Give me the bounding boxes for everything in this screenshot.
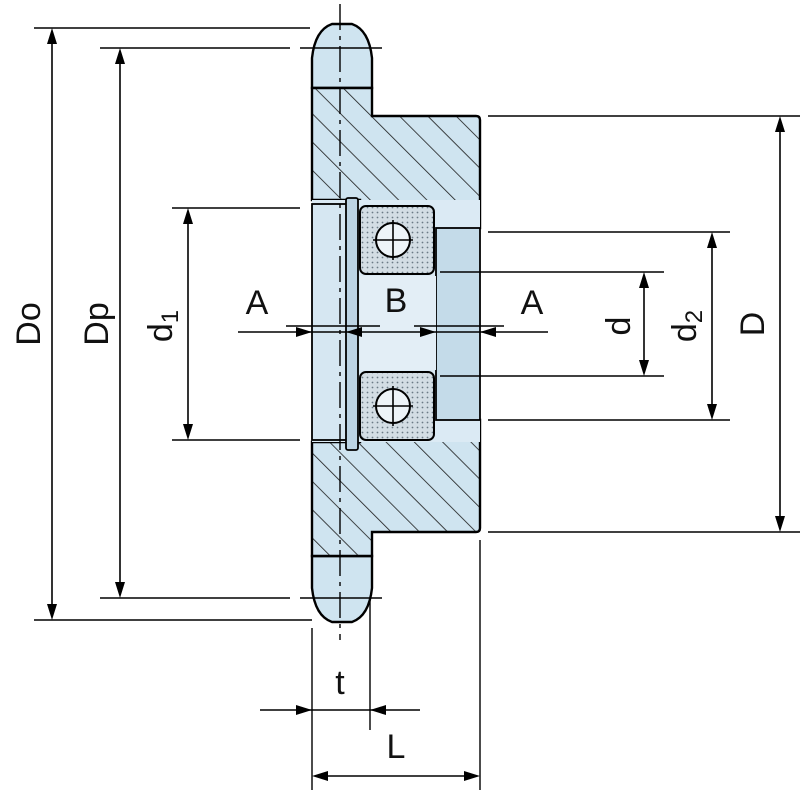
label-A-left: A <box>246 284 269 322</box>
shaft-clearance <box>360 276 436 370</box>
label-d2-sub: 2 <box>681 310 708 323</box>
label-B: B <box>385 282 408 320</box>
dimension-lines <box>47 28 785 781</box>
lower-bearing <box>359 371 435 441</box>
label-d: d <box>600 317 638 336</box>
label-d2-main: d <box>666 323 704 342</box>
label-d2: d2 <box>666 310 708 342</box>
label-A-right: A <box>521 284 544 322</box>
label-t: t <box>335 664 345 702</box>
label-L: L <box>387 728 406 766</box>
dimension-labels: Do Dp d1 A B A d d2 D t L <box>10 282 772 766</box>
left-recess <box>311 203 349 441</box>
top-tooth <box>310 22 374 90</box>
extension-lines <box>34 27 800 790</box>
label-D: D <box>734 312 772 337</box>
label-d1: d1 <box>142 310 184 342</box>
bottom-tooth <box>310 554 374 624</box>
label-Do: Do <box>10 302 48 345</box>
label-Dp: Dp <box>78 302 116 345</box>
label-d1-main: d <box>142 323 180 342</box>
upper-bearing <box>359 205 435 275</box>
inner-ring <box>435 227 481 421</box>
sprocket-body <box>310 22 482 624</box>
snap-ring <box>345 197 359 451</box>
label-d1-sub: 1 <box>157 310 184 323</box>
